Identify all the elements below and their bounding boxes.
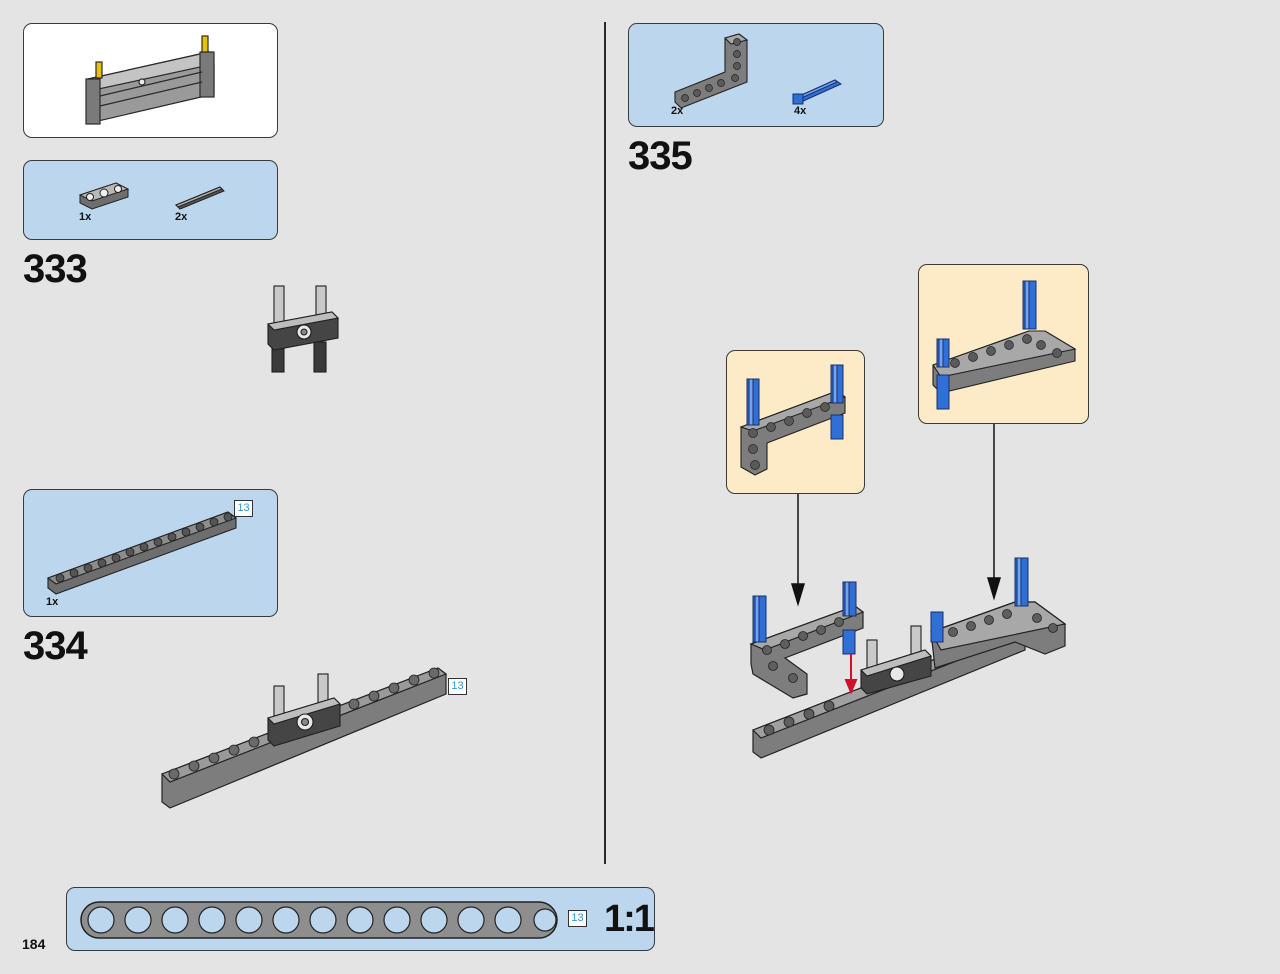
step-334-number: 334: [23, 624, 88, 668]
scale-beam-icon: [80, 901, 558, 939]
step-333-assembly-icon: [266, 285, 340, 373]
l-beam-with-pins-icon-2: [932, 280, 1077, 410]
previous-assembly-icon: [85, 35, 215, 125]
page-number: 184: [22, 936, 46, 952]
step-334-part-qty: 1x: [46, 596, 59, 608]
blue-pin-part-icon: [792, 79, 843, 105]
step-333-number: 333: [23, 247, 88, 291]
step-333-part-qty-1: 1x: [79, 211, 92, 223]
previous-assembly-panel: [23, 23, 278, 138]
step-335-callout-left: [726, 350, 865, 494]
step-333-parts-panel: 1x 2x: [23, 160, 278, 240]
step-335-part-qty-2: 4x: [794, 105, 807, 117]
step-334-parts-panel: 1x 13: [23, 489, 278, 617]
step-334-assembly-length-badge: 13: [448, 678, 467, 695]
step-334-assembly-icon: [160, 667, 448, 809]
beam-13-part-icon: [46, 511, 238, 595]
scale-reference-panel: 13 1:1: [66, 887, 655, 951]
connector-part-icon: [78, 182, 130, 210]
l-beam-with-pins-icon: [739, 364, 847, 476]
page-divider: [604, 22, 606, 864]
scale-ratio: 1:1: [604, 898, 655, 940]
step-333-part-qty-2: 2x: [175, 211, 188, 223]
step-335-parts-panel: 2x 4x: [628, 23, 884, 127]
step-335-assembly-icon: [749, 557, 1067, 759]
l-beam-part-icon: [674, 33, 749, 109]
step-335-number: 335: [628, 134, 693, 178]
step-335-part-qty-1: 2x: [671, 105, 684, 117]
axle-part-icon: [175, 186, 225, 210]
scale-length-badge: 13: [568, 910, 587, 927]
step-335-callout-right: [918, 264, 1089, 424]
step-334-part-length-badge: 13: [234, 500, 253, 517]
